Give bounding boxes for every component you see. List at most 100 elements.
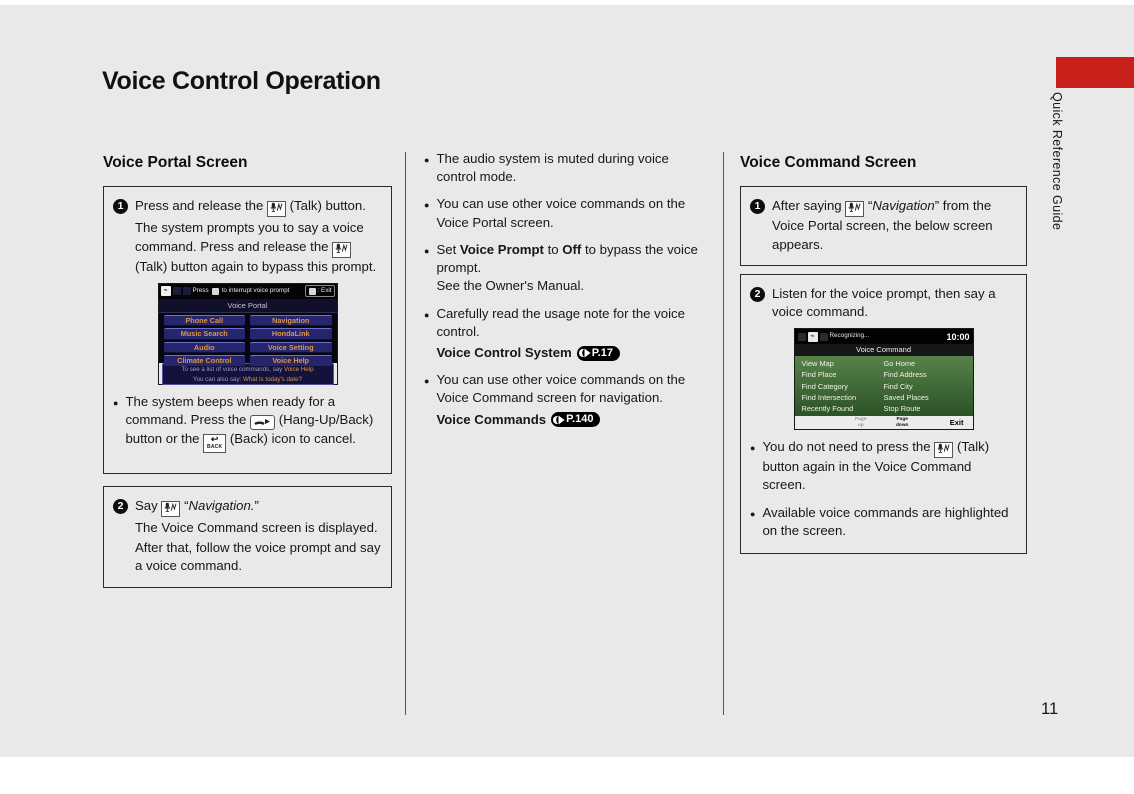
command-status-bar: ⌁ Recognizing... 10:00	[794, 329, 973, 345]
step1-text-run: (Talk) button.	[289, 198, 366, 214]
portal-button-navigation: Navigation	[250, 314, 332, 327]
reference-label: Voice Commands	[436, 411, 547, 427]
note-text: You can use other voice commands on the …	[436, 372, 686, 406]
clock-time: 10:00	[946, 331, 970, 342]
step-box-1: 1 Press and release the (Talk) button. T…	[103, 186, 392, 475]
note-text-run: to	[543, 241, 563, 257]
page-title: Voice Control Operation	[102, 66, 381, 95]
step1-text-run: from the Voice Portal screen, the below …	[772, 198, 993, 252]
voice-command-word: Navigation.	[188, 498, 255, 514]
command-item-find-intersection: Find Intersection	[801, 392, 857, 402]
quote-mark: ”	[934, 198, 940, 214]
command-item-saved-places: Saved Places	[883, 392, 929, 402]
back-icon: ↩BACK	[203, 434, 227, 454]
note-text-run: (Talk) button again in the Voice Command…	[762, 439, 990, 493]
reference-page: P.17	[591, 346, 613, 359]
note-text-run: The system beeps when ready for a comman…	[125, 393, 336, 428]
command-item-view-map: View Map	[801, 359, 834, 369]
command-item-go-home: Go Home	[883, 359, 916, 369]
note-text-run: You do not need to press the	[762, 439, 931, 455]
portal-button-grid: Phone Call Navigation Music Search Honda…	[158, 312, 337, 367]
step-number: 2	[113, 499, 128, 515]
note-text-run: (Hang-Up/Back) button or the	[125, 412, 374, 447]
reference-page: P.140	[566, 413, 594, 426]
bullet-marker	[424, 151, 429, 186]
section-header-voice-command: Voice Command Screen	[740, 154, 917, 171]
section-tab-marker	[1056, 57, 1134, 88]
voice-command-word: Navigation	[872, 198, 935, 214]
curved-arrow-glyph: ↩	[210, 434, 219, 445]
step1-text-run: (Talk) button again to bypass this promp…	[135, 258, 377, 274]
step-number: 1	[750, 199, 765, 215]
voice-command-column: Voice Command Screen 1 After saying “Nav…	[740, 152, 1027, 566]
setting-value: Off	[562, 241, 582, 257]
step-text: Say “Navigation.” The Voice Command scre…	[135, 497, 382, 576]
column-divider	[723, 152, 724, 715]
back-label: BACK	[207, 444, 223, 451]
step1-text-run: Press and release the	[135, 198, 264, 214]
column-divider	[405, 152, 406, 715]
hint-text: To see a list of voice commands, say	[181, 365, 284, 373]
status-icon	[797, 332, 806, 341]
bullet-marker	[424, 372, 429, 429]
command-item-find-place: Find Place	[801, 370, 837, 380]
talk-button-icon	[161, 501, 181, 518]
step-box-1: 1 After saying “Navigation” from the Voi…	[740, 186, 1027, 266]
note-bullet: You can use other voice commands on the …	[424, 195, 707, 231]
bullet-marker	[424, 306, 429, 363]
quote-mark: “	[184, 498, 189, 514]
portal-button-phone-call: Phone Call	[163, 314, 245, 327]
portal-status-bar: ⌁ Press to interrupt voice prompt : Exit	[158, 283, 337, 299]
step-text: Press and release the (Talk) button. The…	[135, 197, 382, 275]
command-item-find-address: Find Address	[883, 370, 927, 380]
note-bullet: Available voice commands are highlighted…	[750, 504, 1017, 540]
note-text: The audio system is muted during voice c…	[436, 151, 669, 185]
step1-text-run: After saying	[772, 198, 842, 214]
status-icon	[182, 287, 191, 296]
command-item-find-category: Find Category	[801, 381, 848, 391]
status-text: Recognizing...	[829, 332, 870, 340]
talk-status-icon: ⌁	[160, 286, 171, 297]
bullet-marker	[424, 242, 429, 296]
portal-button-music-search: Music Search	[163, 328, 245, 340]
page-number: 11	[1041, 700, 1059, 718]
step-text: Listen for the voice prompt, then say a …	[772, 285, 996, 320]
voice-portal-screenshot: ⌁ Press to interrupt voice prompt : Exit…	[158, 283, 337, 385]
note-bullet: The audio system is muted during voice c…	[424, 150, 707, 186]
page-reference-badge: P.140	[551, 412, 601, 428]
voice-command-screenshot: ⌁ Recognizing... 10:00 Voice Command Vie…	[794, 329, 973, 430]
note-bullet: Set Voice Prompt to Off to bypass the vo…	[424, 241, 707, 296]
exit-label: : Exit	[317, 286, 332, 294]
step1-text-run: The system prompts you to say a voice co…	[135, 220, 364, 254]
portal-button-audio: Audio	[163, 341, 245, 354]
setting-name: Voice Prompt	[459, 241, 544, 257]
step-number: 1	[113, 199, 128, 215]
step2-text-run: Say	[135, 498, 158, 514]
hang-up-back-button-icon	[250, 415, 276, 431]
exit-control: Exit	[949, 418, 964, 428]
bullet-marker	[113, 394, 118, 453]
status-icon	[819, 332, 828, 341]
section-header-voice-portal: Voice Portal Screen	[103, 154, 248, 171]
step-box-2: 2 Listen for the voice prompt, then say …	[740, 273, 1027, 555]
status-text: to interrupt voice prompt	[221, 286, 290, 294]
command-list: View Map Go Home Find Place Find Address…	[794, 356, 973, 417]
command-item-recently-found: Recently Found	[801, 404, 854, 414]
talk-button-icon	[845, 201, 865, 218]
status-icon	[172, 287, 181, 296]
reference-arrow-icon	[578, 348, 591, 358]
step-box-2: 2 Say “Navigation.” The Voice Command sc…	[103, 486, 392, 588]
page-reference-badge: P.17	[576, 345, 620, 361]
quote-mark: ”	[254, 498, 259, 514]
portal-hint-box: To see a list of voice commands, say Voi…	[161, 362, 334, 385]
back-button-icon	[308, 287, 316, 295]
bullet-marker	[750, 439, 755, 494]
reference-label: Voice Control System	[436, 344, 572, 360]
reference-arrow-icon	[553, 415, 565, 425]
exit-chip: : Exit	[304, 285, 335, 298]
interrupt-button-icon	[211, 287, 219, 295]
hint-highlight: Voice Help	[283, 365, 314, 373]
general-notes-column: The audio system is muted during voice c…	[424, 150, 707, 438]
